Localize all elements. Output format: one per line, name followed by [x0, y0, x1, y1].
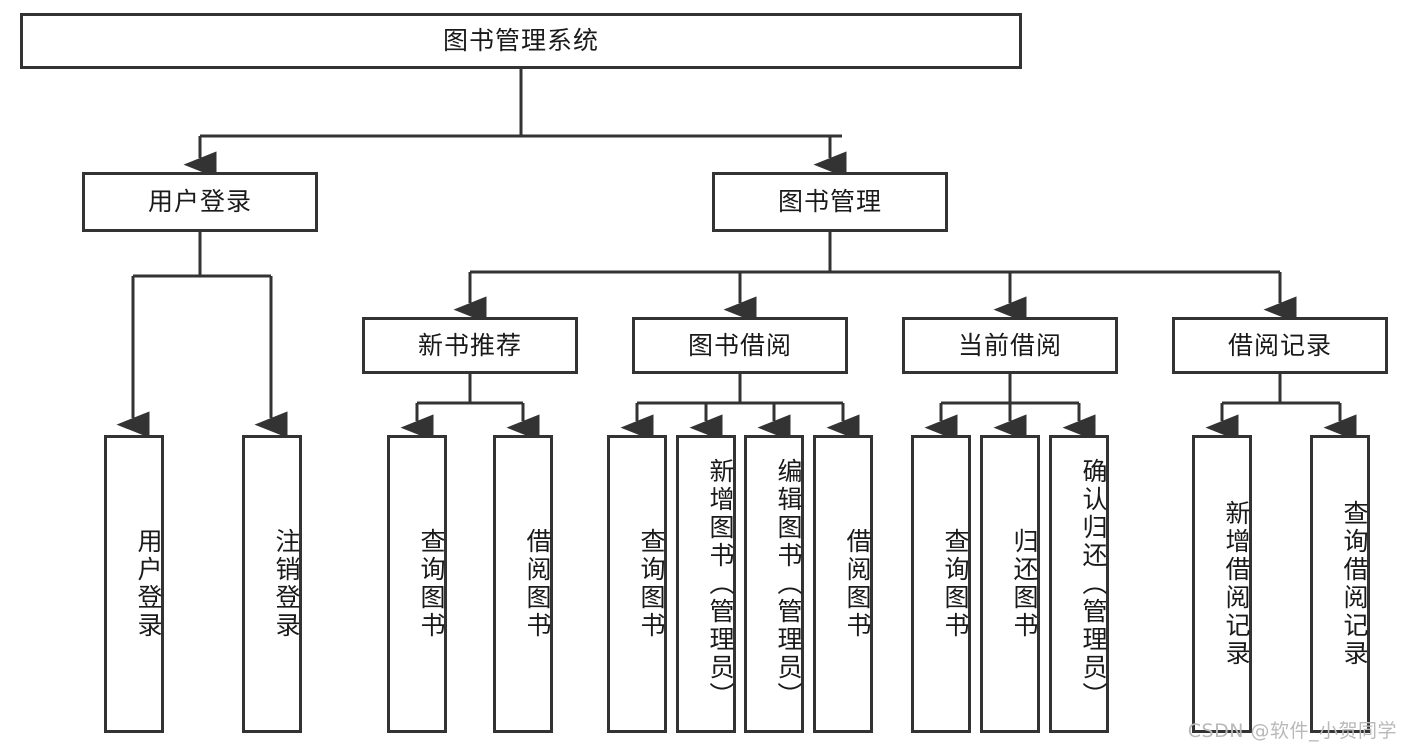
node-leaf-query-borrow-record[interactable]: 查询借阅记录: [1310, 435, 1370, 733]
node-book-management[interactable]: 图书管理: [712, 172, 948, 232]
node-leaf-return-book[interactable]: 归还图书: [980, 435, 1040, 733]
node-new-book-recommend[interactable]: 新书推荐: [362, 317, 578, 374]
node-leaf-add-book-admin[interactable]: 新增图书（管理员）: [676, 435, 736, 733]
node-leaf-borrow-book[interactable]: 借阅图书: [813, 435, 873, 733]
node-borrow-record[interactable]: 借阅记录: [1172, 317, 1388, 374]
node-root-book-management-system[interactable]: 图书管理系统: [20, 13, 1022, 69]
node-leaf-query-book-current[interactable]: 查询图书: [911, 435, 971, 733]
node-leaf-confirm-return-admin[interactable]: 确认归还（管理员）: [1049, 435, 1109, 733]
node-leaf-edit-book-admin[interactable]: 编辑图书（管理员）: [744, 435, 804, 733]
node-leaf-add-borrow-record[interactable]: 新增借阅记录: [1192, 435, 1252, 733]
node-leaf-borrow-book-recommend[interactable]: 借阅图书: [493, 435, 553, 733]
csdn-watermark: CSDN @软件_小贺同学: [1187, 720, 1397, 742]
node-book-borrow[interactable]: 图书借阅: [632, 317, 848, 374]
node-leaf-user-login[interactable]: 用户登录: [104, 435, 164, 733]
node-current-borrow[interactable]: 当前借阅: [902, 317, 1118, 374]
node-leaf-query-book-recommend[interactable]: 查询图书: [387, 435, 447, 733]
node-user-login[interactable]: 用户登录: [82, 172, 318, 232]
node-leaf-query-book-borrow[interactable]: 查询图书: [607, 435, 667, 733]
node-leaf-logout[interactable]: 注销登录: [242, 435, 302, 733]
